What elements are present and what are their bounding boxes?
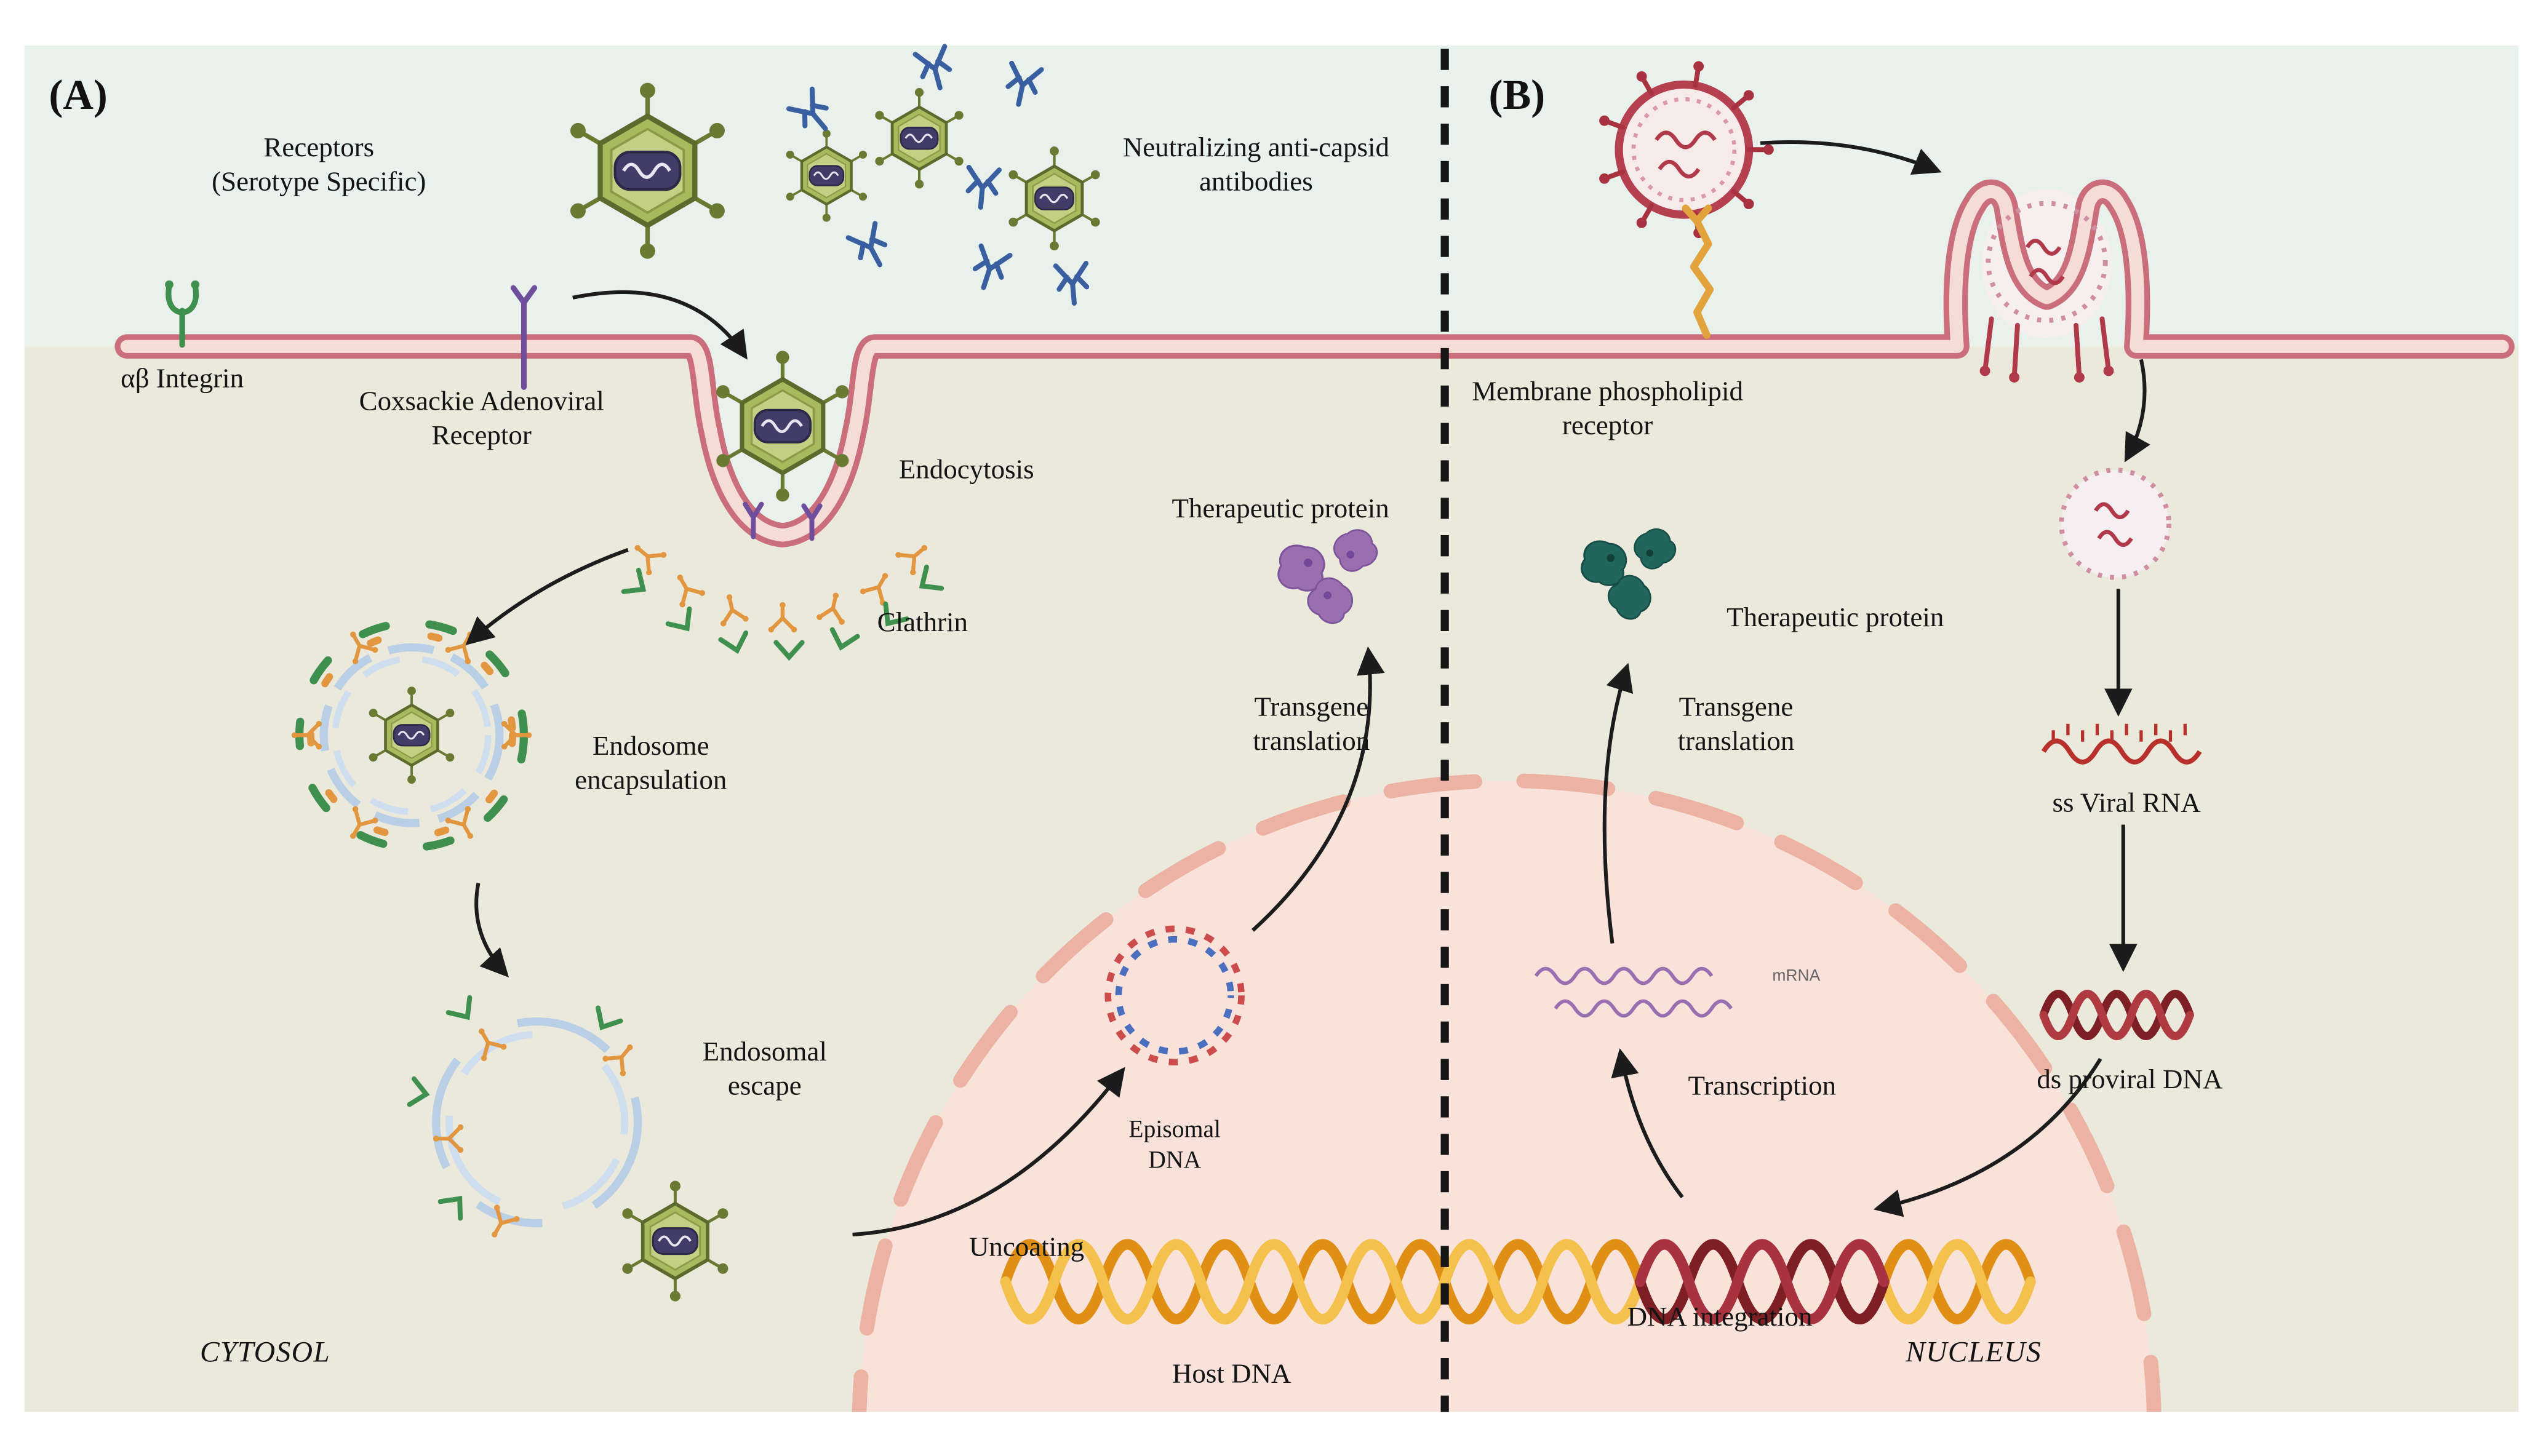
integrated-proviral-dna — [1634, 1239, 1890, 1324]
car-receptor-icon — [510, 285, 538, 390]
arrow-dna-to-integration — [1873, 1057, 2102, 1217]
arrow-transcription — [1611, 1048, 1684, 1199]
therapeutic-protein-a-icon — [1274, 523, 1383, 630]
pit-receptors — [743, 501, 823, 541]
arrow-endosome-to-escape — [474, 883, 509, 977]
label-nucleus: NUCLEUS — [1906, 1335, 2042, 1368]
endosomal-escape — [410, 998, 654, 1244]
arrow-uncoating — [852, 1067, 1125, 1237]
label-host-dna: Host DNA — [1172, 1358, 1291, 1390]
ss-viral-rna-icon — [2041, 723, 2202, 765]
ds-proviral-dna-icon — [2039, 990, 2194, 1040]
label-cytosol: CYTOSOL — [199, 1335, 331, 1368]
fusing-virion — [1979, 201, 2114, 383]
therapeutic-protein-b-icon — [1576, 523, 1681, 626]
label-ss-viral-rna: ss Viral RNA — [2052, 787, 2201, 819]
released-capsid-icon — [2059, 467, 2171, 580]
arrow-virus-to-pit — [572, 290, 748, 360]
phospholipid-receptor-icon — [1682, 204, 1714, 339]
label-therapeutic-protein-b: Therapeutic protein — [1727, 602, 1944, 633]
arrow-virus-to-membrane — [1760, 140, 1942, 175]
panel-b-label: (B) — [1488, 71, 1546, 119]
label-endocytosis: Endocytosis — [898, 453, 1034, 485]
cell-membrane — [114, 179, 2515, 547]
mrna-icon — [1534, 966, 1733, 1018]
label-uncoating: Uncoating — [968, 1231, 1085, 1262]
label-clathrin: Clathrin — [877, 607, 968, 638]
label-transcription: Transcription — [1688, 1070, 1837, 1102]
enveloped-virus-icon — [1599, 61, 1774, 239]
arrow-membrane-to-capsid — [2124, 359, 2150, 463]
endosome — [292, 619, 532, 852]
episomal-dna-icon — [1104, 925, 1245, 1066]
label-mrna: mRNA — [1772, 968, 1821, 986]
label-integrin: αβ Integrin — [121, 362, 244, 394]
arrow-transgene-translation-b — [1602, 662, 1634, 944]
flow-arrows — [465, 140, 2150, 1237]
label-therapeutic-protein-a: Therapeutic protein — [1172, 493, 1389, 524]
integrin-receptor-icon — [165, 280, 200, 348]
arrow-pit-to-endosome — [465, 547, 629, 646]
label-dna-integration: DNA integration — [1627, 1301, 1813, 1332]
panel-a-label: (A) — [49, 71, 108, 119]
label-receptors: Receptors(Serotype Specific) — [212, 132, 426, 197]
arrow-transgene-translation-a — [1252, 646, 1385, 932]
label-ds-proviral-dna: ds proviral DNA — [2037, 1064, 2223, 1095]
